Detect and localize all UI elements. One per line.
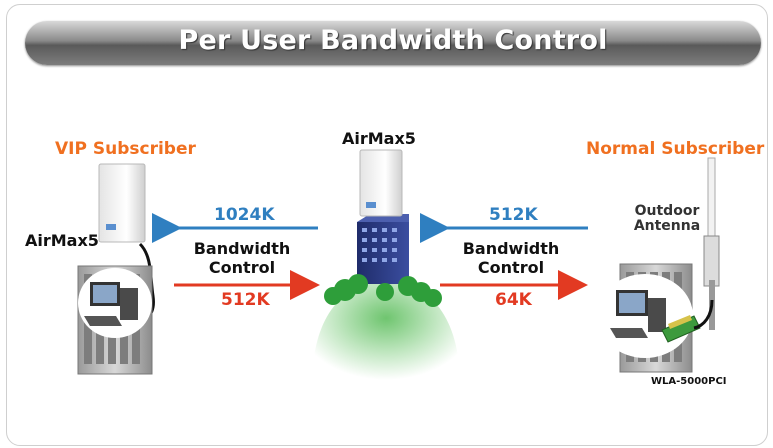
antenna-label-line2: Antenna: [633, 218, 701, 234]
right-computer-icon: [610, 290, 666, 338]
right-upstream-rate: 64K: [495, 290, 532, 310]
antenna-label-line1: Outdoor: [634, 203, 700, 219]
center-device-label: AirMax5: [342, 129, 416, 148]
left-bandwidth-control-label: Bandwidth Control: [186, 239, 298, 277]
left-computer-icon: [84, 282, 138, 326]
outdoor-antenna-label: Outdoor Antenna: [627, 204, 707, 234]
left-downstream-rate: 1024K: [214, 205, 275, 225]
diagram-title: Per User Bandwidth Control: [178, 25, 608, 56]
center-airmax5-device-icon: [359, 149, 403, 217]
right-bandwidth-line2: Control: [477, 258, 545, 277]
normal-subscriber-label: Normal Subscriber: [586, 139, 765, 159]
left-upstream-rate: 512K: [221, 290, 270, 310]
left-bandwidth-line1: Bandwidth: [193, 239, 291, 258]
pci-card-icon: [661, 315, 701, 343]
left-bandwidth-line2: Control: [208, 258, 276, 277]
right-downstream-rate: 512K: [489, 205, 538, 225]
pci-card-label: WLA-5000PCI: [651, 376, 727, 387]
left-device-label: AirMax5: [25, 231, 99, 250]
title-banner: Per User Bandwidth Control: [25, 21, 761, 65]
right-bandwidth-line1: Bandwidth: [462, 239, 560, 258]
trees-icon: [324, 274, 442, 307]
right-bandwidth-control-label: Bandwidth Control: [455, 239, 567, 277]
outdoor-antenna-icon: [693, 157, 720, 330]
right-server-rack-icon: [597, 263, 693, 373]
hill-illustration: [312, 282, 460, 385]
building-icon: [357, 214, 409, 284]
vip-subscriber-label: VIP Subscriber: [55, 139, 196, 159]
